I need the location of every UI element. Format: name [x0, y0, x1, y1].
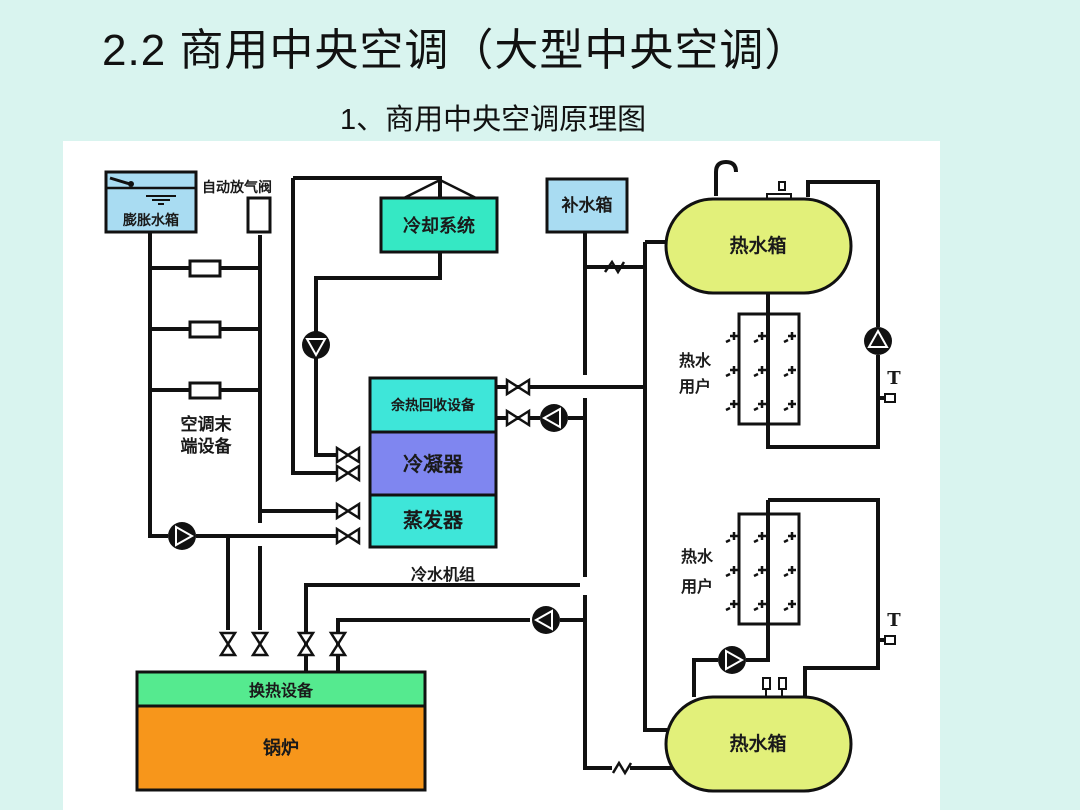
valve-icon: [335, 502, 361, 520]
check-valve-icon: [603, 259, 626, 275]
heat-exchanger-label: 换热设备: [249, 681, 314, 700]
hot-water-tank-bottom-label: 热水箱: [729, 732, 786, 755]
ac-terminal-label-1: 空调末: [181, 414, 233, 435]
valve-icon: [335, 464, 361, 482]
valve-icon: [505, 378, 531, 396]
valve-icon: [505, 409, 531, 427]
hot-water-users-top-label-1: 热水: [679, 351, 712, 370]
hot-water-users-bottom-label-2: 用户: [681, 577, 713, 596]
makeup-tank-label: 补水箱: [561, 195, 613, 216]
heat-recovery-label: 余热回收设备: [390, 397, 476, 414]
hot-water-users-bottom: 热水 用户: [681, 512, 801, 626]
pump-icon: [531, 605, 561, 635]
auto-air-valve-label: 自动放气阀: [202, 179, 272, 196]
slide-subtitle: 1、商用中央空调原理图: [340, 104, 647, 136]
auto-air-valve: 自动放气阀: [202, 179, 272, 234]
pump-icon: [301, 330, 331, 360]
valve-icon: [297, 631, 315, 657]
condenser-label: 冷凝器: [403, 452, 464, 476]
hot-water-users-bottom-label-1: 热水: [681, 547, 714, 566]
boiler-label: 锅炉: [263, 737, 299, 759]
chiller-unit: 余热回收设备 冷凝器 蒸发器 冷水机组: [368, 376, 498, 584]
valve-icon: [335, 527, 361, 545]
boiler-assembly: 换热设备 锅炉: [135, 670, 427, 792]
ac-terminal-units: 空调末 端设备: [181, 259, 233, 457]
thermometer-icon: T: [887, 610, 901, 631]
hot-water-users-top: 热水 用户: [679, 312, 801, 426]
expansion-tank-label: 膨胀水箱: [123, 212, 179, 229]
chiller-label: 冷水机组: [411, 565, 475, 584]
ac-terminal-label-2: 端设备: [181, 436, 233, 457]
valve-icon: [219, 631, 237, 657]
thermometer-icon: T: [887, 368, 901, 389]
hot-water-users-top-label-2: 用户: [679, 377, 711, 396]
hot-water-tank-top: 热水箱: [664, 181, 853, 295]
expansion-tank: 膨胀水箱: [104, 170, 198, 234]
valve-icon: [329, 631, 347, 657]
hot-water-tank-bottom: 热水箱: [664, 677, 853, 793]
thermometer-bottom: T: [884, 610, 901, 645]
check-valve-icon: [611, 760, 633, 776]
hot-water-tank-top-label: 热水箱: [729, 234, 786, 257]
cooling-system-label: 冷却系统: [403, 215, 475, 237]
cooling-system: 冷却系统: [379, 196, 499, 254]
pump-icon: [863, 326, 893, 356]
slide-title: 2.2 商用中央空调（大型中央空调）: [102, 26, 810, 75]
valve-icon: [251, 631, 269, 657]
thermometer-top: T: [884, 368, 901, 403]
pump-icon: [539, 403, 569, 433]
pump-icon: [167, 521, 197, 551]
valve-icon: [335, 446, 361, 464]
makeup-water-tank: 补水箱: [545, 177, 629, 234]
pipe-network: [148, 159, 885, 770]
pump-icon: [717, 645, 747, 675]
evaporator-label: 蒸发器: [403, 508, 464, 532]
